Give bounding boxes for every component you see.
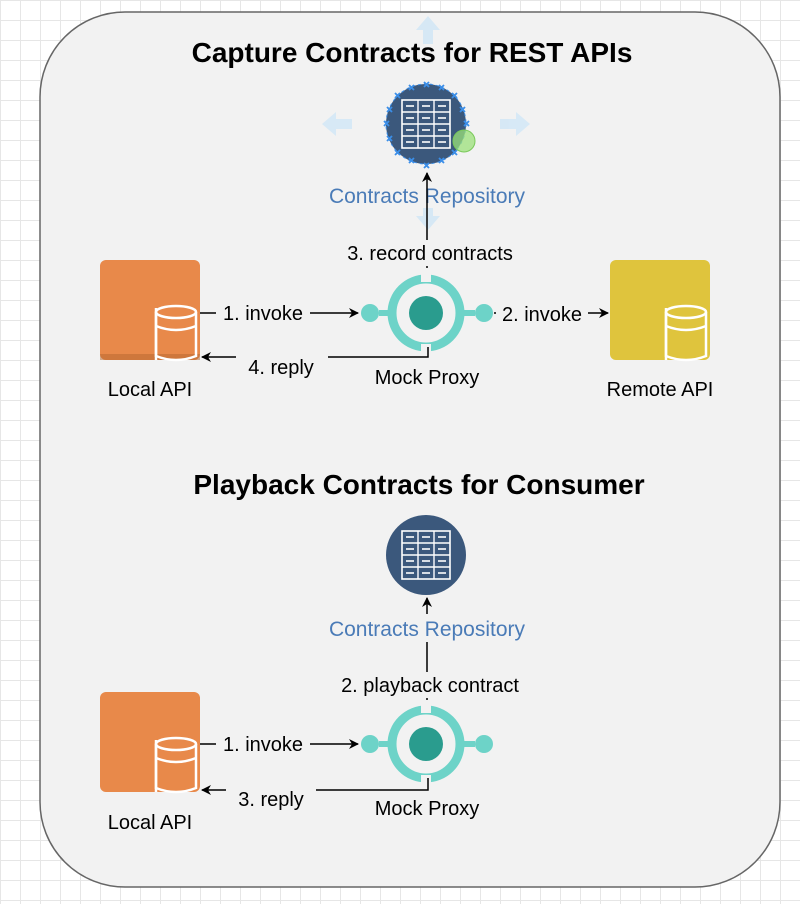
- playback-local-api-label: Local API: [108, 812, 193, 834]
- playback-local-api-icon[interactable]: [100, 692, 200, 794]
- capture-mock-proxy-icon[interactable]: [361, 272, 493, 354]
- playback-reply-label: 3. reply: [238, 789, 304, 811]
- capture-local-api-label: Local API: [108, 379, 193, 401]
- capture-repo-icon[interactable]: [385, 83, 467, 165]
- remote-api-label: Remote API: [607, 379, 714, 401]
- selection-handles[interactable]: [383, 81, 470, 169]
- invoke2-label: 2. invoke: [502, 304, 582, 326]
- record-contracts-label: 3. record contracts: [347, 243, 513, 265]
- playback-mock-proxy-icon[interactable]: [361, 703, 493, 785]
- capture-title: Capture Contracts for REST APIs: [192, 37, 633, 68]
- playback-contract-label: 2. playback contract: [341, 675, 519, 697]
- playback-invoke-label: 1. invoke: [223, 734, 303, 756]
- playback-repo-label: Contracts Repository: [329, 618, 526, 641]
- capture-mock-proxy-label: Mock Proxy: [375, 367, 479, 389]
- rotate-handle[interactable]: [452, 129, 476, 153]
- capture-local-api-icon[interactable]: [100, 260, 200, 362]
- playback-title: Playback Contracts for Consumer: [193, 469, 644, 500]
- outer-frame: [39, 11, 781, 888]
- move-arrows-icon[interactable]: [322, 16, 530, 230]
- playback-repo-icon[interactable]: [386, 515, 466, 595]
- invoke1-label: 1. invoke: [223, 303, 303, 325]
- remote-api-icon[interactable]: [610, 260, 710, 362]
- playback-mock-proxy-label: Mock Proxy: [375, 798, 479, 820]
- reply-label: 4. reply: [248, 357, 314, 379]
